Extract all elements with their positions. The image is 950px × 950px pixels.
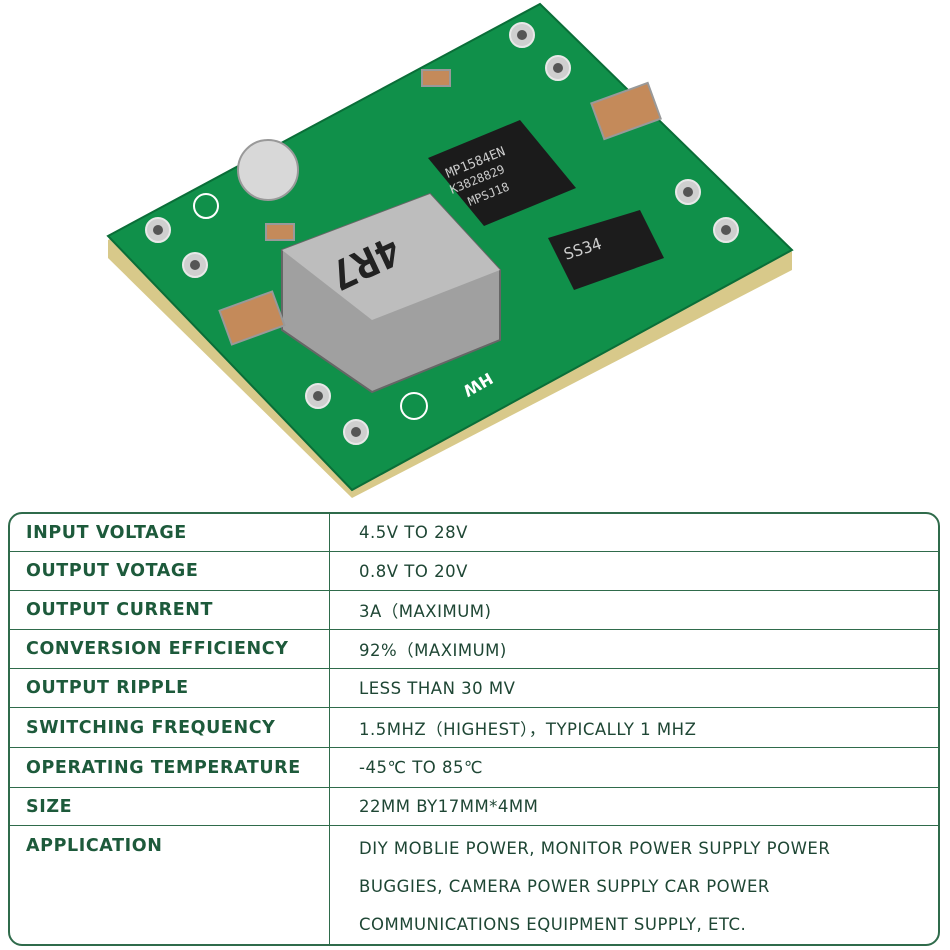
mounting-pads <box>145 22 739 445</box>
table-row-application: APPLICATION DIY MOBLIE POWER, MONITOR PO… <box>10 826 938 944</box>
table-row: INPUT VOLTAGE 4.5V TO 28V <box>10 514 938 552</box>
spec-label: SIZE <box>10 788 330 825</box>
spec-label: SWITCHING FREQUENCY <box>10 708 330 747</box>
spec-value: 1.5MHZ（HIGHEST），TYPICALLY 1 MHZ <box>359 719 697 739</box>
application-line: BUGGIES, CAMERA POWER SUPPLY CAR POWER <box>359 877 770 896</box>
table-row: SWITCHING FREQUENCY 1.5MHZ（HIGHEST），TYPIC… <box>10 708 938 748</box>
spec-label: APPLICATION <box>10 826 330 944</box>
table-row: OUTPUT RIPPLE LESS THAN 30 MV <box>10 669 938 708</box>
spec-value: 22MM BY17MM*4MM <box>359 797 539 816</box>
application-line: DIY MOBLIE POWER, MONITOR POWER SUPPLY P… <box>359 839 831 858</box>
minus-marker <box>400 392 428 420</box>
spec-value: 92%（MAXIMUM) <box>359 641 507 660</box>
spec-label: OPERATING TEMPERATURE <box>10 748 330 787</box>
spec-label: CONVERSION EFFICIENCY <box>10 630 330 668</box>
spec-label: OUTPUT CURRENT <box>10 591 330 629</box>
potentiometer <box>237 139 299 201</box>
table-row: OUTPUT VOTAGE 0.8V TO 20V <box>10 552 938 591</box>
table-row: SIZE 22MM BY17MM*4MM <box>10 788 938 826</box>
spec-value: -45℃ TO 85℃ <box>359 758 484 777</box>
plus-marker <box>193 193 219 219</box>
spec-value: 3A（MAXIMUM) <box>359 602 492 621</box>
table-row: OPERATING TEMPERATURE -45℃ TO 85℃ <box>10 748 938 788</box>
spec-value: LESS THAN 30 MV <box>359 678 516 698</box>
spec-value: DIY MOBLIE POWER, MONITOR POWER SUPPLY P… <box>330 826 830 944</box>
buck-converter-module-image: 4R7 MP1584EN K3828829 MPSJ18 SS34 HW <box>106 2 794 498</box>
spec-value: 4.5V TO 28V <box>359 523 468 542</box>
spec-table: INPUT VOLTAGE 4.5V TO 28V OUTPUT VOTAGE 0.… <box>8 512 940 946</box>
ic-chip <box>428 120 576 226</box>
table-row: CONVERSION EFFICIENCY 92%（MAXIMUM) <box>10 630 938 669</box>
spec-label: INPUT VOLTAGE <box>10 514 330 551</box>
application-line: COMMUNICATIONS EQUIPMENT SUPPLY, ETC. <box>359 915 747 934</box>
table-row: OUTPUT CURRENT 3A（MAXIMUM) <box>10 591 938 630</box>
spec-value: 0.8V TO 20V <box>359 561 468 581</box>
spec-label: OUTPUT RIPPLE <box>10 669 330 707</box>
diode <box>548 210 664 290</box>
capacitors <box>218 69 662 346</box>
spec-label: OUTPUT VOTAGE <box>10 552 330 590</box>
